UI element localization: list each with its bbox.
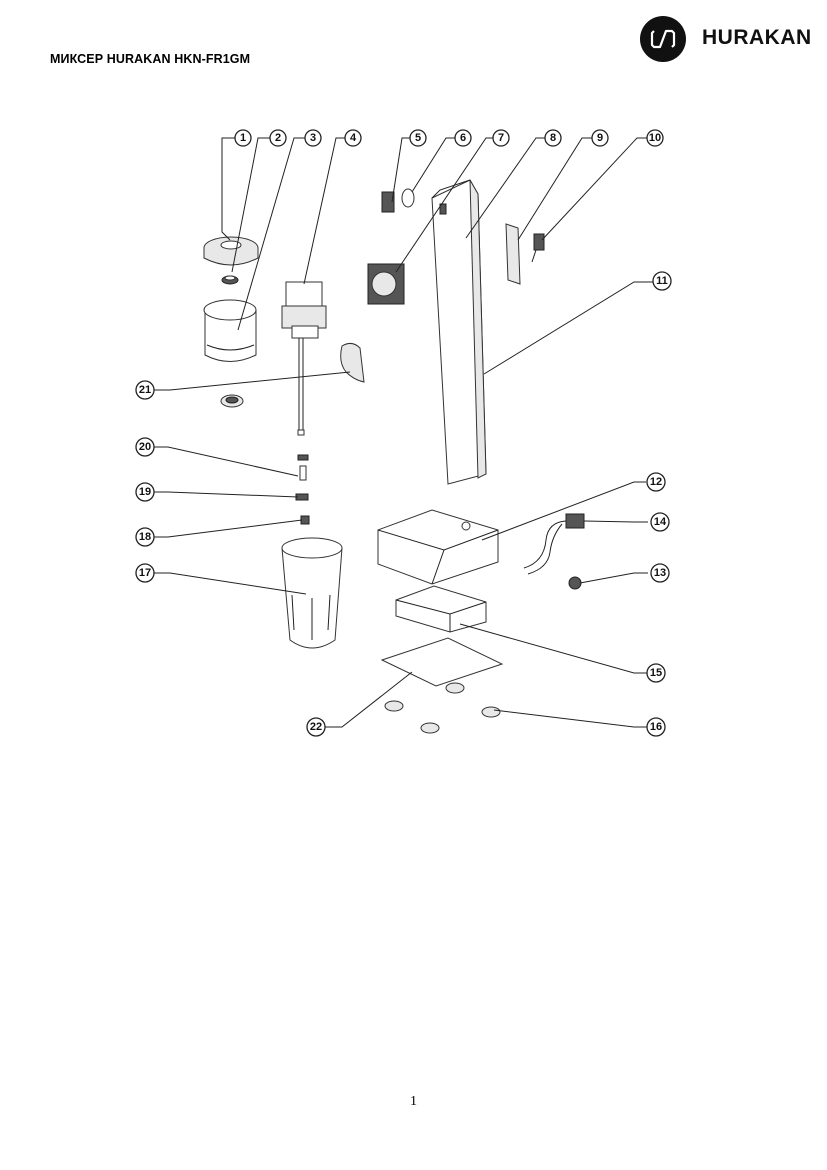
callout-16: 16 bbox=[646, 717, 666, 737]
svg-text:11: 11 bbox=[656, 275, 668, 287]
part-mixing-cup bbox=[281, 537, 343, 649]
callout-19: 19 bbox=[135, 482, 155, 502]
callout-5: 5 bbox=[409, 129, 427, 147]
leader-lines bbox=[153, 137, 653, 728]
svg-text:12: 12 bbox=[650, 476, 662, 488]
svg-text:2: 2 bbox=[275, 132, 281, 144]
part-bracket bbox=[505, 223, 521, 285]
svg-text:17: 17 bbox=[139, 567, 151, 579]
part-base-box bbox=[377, 509, 499, 585]
svg-text:20: 20 bbox=[139, 441, 151, 453]
brand-logo: HURAKAN bbox=[640, 16, 820, 62]
part-o-ring bbox=[401, 188, 415, 208]
part-agitator-disk bbox=[340, 342, 365, 383]
hurakan-logo-icon bbox=[640, 16, 686, 62]
svg-text:6: 6 bbox=[460, 132, 466, 144]
svg-text:16: 16 bbox=[650, 721, 662, 733]
callout-17: 17 bbox=[135, 563, 155, 583]
svg-text:18: 18 bbox=[139, 531, 151, 543]
part-top-cap bbox=[203, 236, 259, 266]
svg-text:1: 1 bbox=[240, 132, 246, 144]
callout-9: 9 bbox=[591, 129, 609, 147]
document-title: МИКСЕР HURAKAN HKN-FR1GM bbox=[50, 52, 251, 66]
callout-1: 1 bbox=[234, 129, 252, 147]
callout-12: 12 bbox=[646, 472, 666, 492]
svg-text:10: 10 bbox=[649, 132, 661, 144]
callout-15: 15 bbox=[646, 663, 666, 683]
callout-21: 21 bbox=[135, 380, 155, 400]
part-knob bbox=[568, 576, 582, 590]
callout-13: 13 bbox=[650, 563, 670, 583]
svg-text:5: 5 bbox=[415, 132, 421, 144]
part-feet bbox=[384, 682, 501, 734]
callout-7: 7 bbox=[492, 129, 510, 147]
svg-text:3: 3 bbox=[310, 132, 316, 144]
part-bottom-cover bbox=[395, 585, 487, 633]
svg-text:7: 7 bbox=[498, 132, 504, 144]
part-cylinder-housing bbox=[203, 299, 257, 362]
svg-text:15: 15 bbox=[650, 667, 662, 679]
callout-14: 14 bbox=[650, 512, 670, 532]
callout-20: 20 bbox=[135, 437, 155, 457]
svg-text:4: 4 bbox=[350, 132, 357, 144]
svg-text:8: 8 bbox=[550, 132, 556, 144]
part-power-cable bbox=[523, 513, 585, 575]
part-switch bbox=[381, 191, 395, 213]
callout-2: 2 bbox=[269, 129, 287, 147]
svg-text:21: 21 bbox=[139, 384, 151, 396]
part-connector bbox=[531, 233, 545, 263]
svg-text:22: 22 bbox=[310, 721, 322, 733]
svg-text:9: 9 bbox=[597, 132, 603, 144]
callout-6: 6 bbox=[454, 129, 472, 147]
page-number: 1 bbox=[410, 1094, 417, 1109]
callout-3: 3 bbox=[304, 129, 322, 147]
callout-18: 18 bbox=[135, 527, 155, 547]
part-bottom-plate bbox=[380, 637, 504, 687]
brand-name: HURAKAN bbox=[702, 26, 812, 49]
part-column bbox=[431, 179, 487, 485]
callout-10: 10 bbox=[646, 129, 664, 147]
callout-22: 22 bbox=[306, 717, 326, 737]
part-motor-spindle bbox=[281, 281, 327, 436]
part-spindle-fittings bbox=[295, 454, 310, 525]
part-small-ring bbox=[221, 275, 239, 285]
part-fan-motor bbox=[367, 263, 405, 305]
callout-4: 4 bbox=[344, 129, 362, 147]
svg-text:19: 19 bbox=[139, 486, 151, 498]
part-lower-ring bbox=[220, 394, 244, 408]
svg-text:13: 13 bbox=[654, 567, 666, 579]
svg-text:14: 14 bbox=[654, 516, 667, 528]
callout-11: 11 bbox=[652, 271, 672, 291]
callout-8: 8 bbox=[544, 129, 562, 147]
